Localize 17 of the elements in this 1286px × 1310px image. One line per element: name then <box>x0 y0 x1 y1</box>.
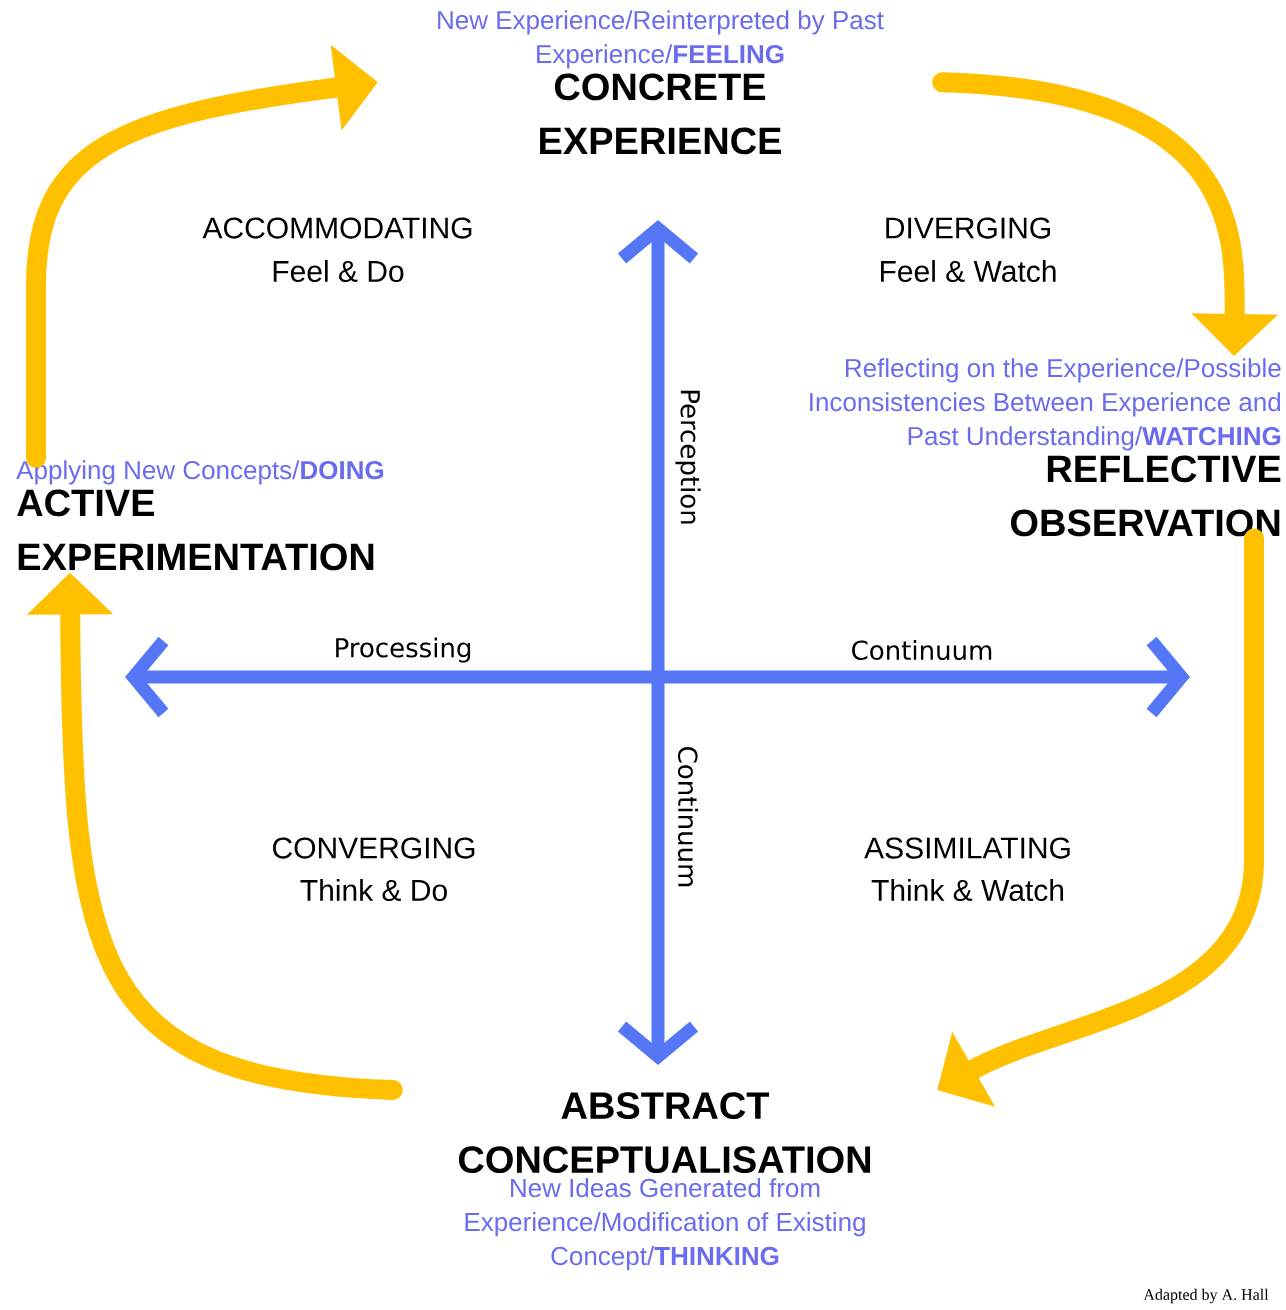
quadrant-label: CONVERGING <box>273 837 475 859</box>
stage-label: Applying New Concepts/DOING ACTIVE EXPERIMENTATION <box>16 460 384 571</box>
quadrant-label: Think & Watch <box>871 879 1064 902</box>
quadrant-label: DIVERGING <box>886 217 1050 239</box>
stage-label: New Experience/Reinterpreted by Past Experience/FEELING CONCRETE EXPERIENCE <box>438 10 884 155</box>
axis-label: Perception <box>675 390 701 524</box>
stage-label: ABSTRACT CONCEPTUALISATION New Ideas Generated from Experience/Modification of Existing Concept/THINKING <box>458 1092 871 1271</box>
axis-label: Continuum <box>677 747 699 887</box>
quadrant-label: Feel & Watch <box>881 260 1056 283</box>
quadrant-label: ASSIMILATING <box>864 837 1070 859</box>
axis-label: Processing <box>336 637 471 663</box>
credit-note: Adapted by A. Hall <box>1143 1288 1269 1304</box>
quadrant-label: ACCOMMODATING <box>202 217 472 239</box>
quadrant-label: Think & Do <box>300 879 447 902</box>
quadrant-label: Feel & Do <box>273 260 404 283</box>
stage-label: Reflecting on the Experience/Possible Inconsistencies Between Experience and Past Understanding/WATCHING REFLECTIVE OBSERVATION <box>810 358 1281 537</box>
axis-label: Continuum <box>852 639 992 661</box>
